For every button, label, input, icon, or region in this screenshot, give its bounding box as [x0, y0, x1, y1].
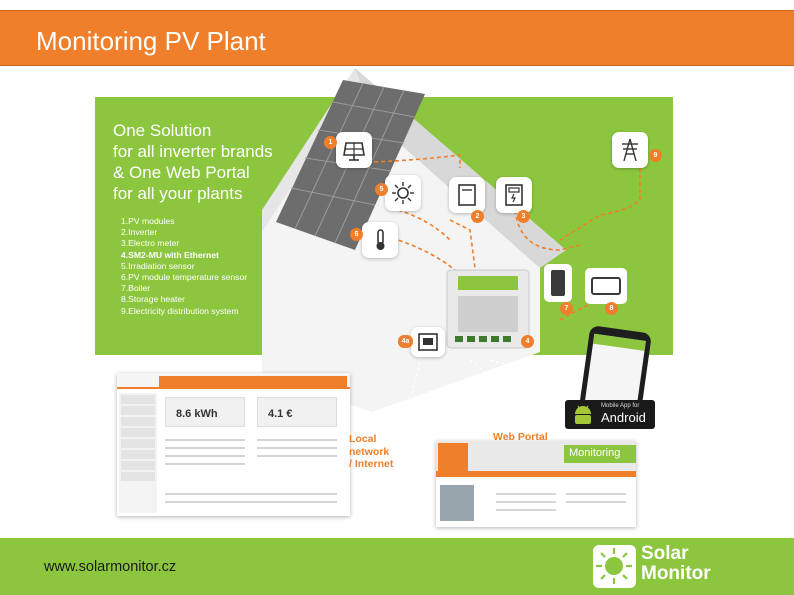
component-item: 7.Boiler: [121, 283, 151, 294]
infographic-headline: One Solution for all inverter brands & O…: [113, 120, 273, 204]
thermometer-icon: [376, 229, 385, 250]
table-line: [257, 439, 337, 441]
local-network-line: network: [349, 445, 390, 458]
kpi-energy-value: 8.6 kWh: [176, 408, 218, 420]
web-portal-photo: [440, 485, 474, 521]
local-network-line: / Internet: [349, 458, 394, 470]
kpi-energy: 8.6 kWh: [165, 397, 245, 427]
portal-screenshot-web: Monitoring: [436, 441, 636, 527]
table-line: [165, 501, 337, 503]
ethernet-tile: [411, 327, 445, 357]
sun-icon: [392, 182, 414, 204]
table-line: [257, 455, 337, 457]
device-terminals: [455, 336, 511, 342]
inverter-tile: [449, 177, 485, 213]
table-line: [165, 447, 245, 449]
kpi-money-value: 4.1 €: [268, 408, 293, 420]
badge-4: 4: [521, 335, 534, 348]
logo-line: Monitor: [641, 563, 711, 584]
badge-5: 5: [375, 183, 388, 196]
portal-line: [566, 493, 626, 495]
badge-4a: 4a: [398, 335, 413, 348]
solar-panel-icon: [343, 142, 365, 161]
table-line: [165, 455, 245, 457]
badge-2: 2: [471, 210, 484, 223]
portal-line: [566, 501, 626, 503]
component-item: 1.PV modules: [121, 216, 175, 226]
badge-3: 3: [517, 210, 530, 223]
headline-line: for all inverter brands: [113, 142, 273, 161]
android-badge-caption: Mobile App for: [601, 403, 640, 409]
headline-line: for all your plants: [113, 184, 243, 203]
web-portal-title-box: Monitoring: [564, 445, 636, 463]
heater-icon: [591, 277, 621, 295]
pv-panel-grid: [290, 82, 416, 244]
headline-line: One Solution: [113, 121, 212, 140]
logo-line: Solar: [641, 543, 689, 564]
footer-bar: www.solarmonitor.cz Solar Monitor: [0, 538, 794, 595]
device-body: [458, 296, 518, 332]
boiler-icon: [551, 270, 565, 296]
web-portal-nav: [436, 471, 636, 477]
network-lines: [389, 349, 591, 431]
android-badge-title: Android: [601, 410, 646, 425]
web-portal-title: Monitoring: [569, 447, 621, 459]
web-portal-logo: [438, 443, 468, 471]
component-item: 2.Inverter: [121, 227, 158, 238]
portal-sidebar: [119, 393, 157, 513]
table-line: [165, 463, 245, 465]
pv-module-tile: [336, 132, 372, 168]
table-line: [165, 493, 337, 495]
solar-monitor-logo-icon: [593, 545, 636, 588]
web-portal-label: Web Portal: [493, 431, 548, 443]
ethernet-port-icon: [418, 333, 438, 351]
android-icon: [575, 405, 591, 424]
portal-screenshot-local: 8.6 kWh 4.1 €: [117, 373, 350, 516]
component-item: 6.PV module temperature sensor: [121, 272, 248, 283]
table-line: [165, 439, 245, 441]
android-app-badge: Mobile App for Android: [565, 400, 655, 429]
irradiation-sensor-tile: [385, 175, 421, 211]
title-bar: Monitoring PV Plant: [0, 10, 794, 66]
portal-line: [496, 509, 556, 511]
electro-meter-tile: [496, 177, 532, 213]
badge-6: 6: [350, 228, 363, 241]
device-label: [458, 276, 518, 290]
component-list: 1.PV modules 2.Inverter 3.Electro meter …: [121, 216, 247, 317]
component-item: 4.SM2-MU with Ethernet: [121, 249, 219, 260]
local-network-label: Local network / Internet: [349, 433, 393, 471]
local-network-line: Local: [349, 433, 377, 445]
table-line: [257, 447, 337, 449]
component-item: 5.Irradiation sensor: [121, 260, 195, 271]
website-url: www.solarmonitor.cz: [44, 559, 177, 575]
solar-monitor-logo-text: Solar Monitor: [641, 544, 711, 584]
component-item: 8.Storage heater: [121, 294, 186, 305]
page-title: Monitoring PV Plant: [36, 26, 266, 56]
badge-9: 9: [649, 149, 662, 162]
portal-header-tab: [159, 376, 347, 387]
headline-line: & One Web Portal: [113, 163, 250, 182]
portal-line: [496, 493, 556, 495]
badge-7: 7: [560, 302, 573, 315]
distribution-system-tile: [612, 132, 648, 168]
badge-1: 1: [324, 136, 337, 149]
badge-8: 8: [605, 302, 618, 315]
portal-topbar: [117, 373, 350, 389]
meter-icon: [505, 184, 523, 206]
portal-line: [496, 501, 556, 503]
inverter-icon: [458, 184, 476, 206]
component-item: 9.Electricity distribution system: [121, 305, 239, 316]
temperature-sensor-tile: [362, 222, 398, 258]
power-pylon-icon: [622, 138, 638, 162]
component-item: 3.Electro meter: [121, 238, 180, 249]
kpi-money: 4.1 €: [257, 397, 337, 427]
